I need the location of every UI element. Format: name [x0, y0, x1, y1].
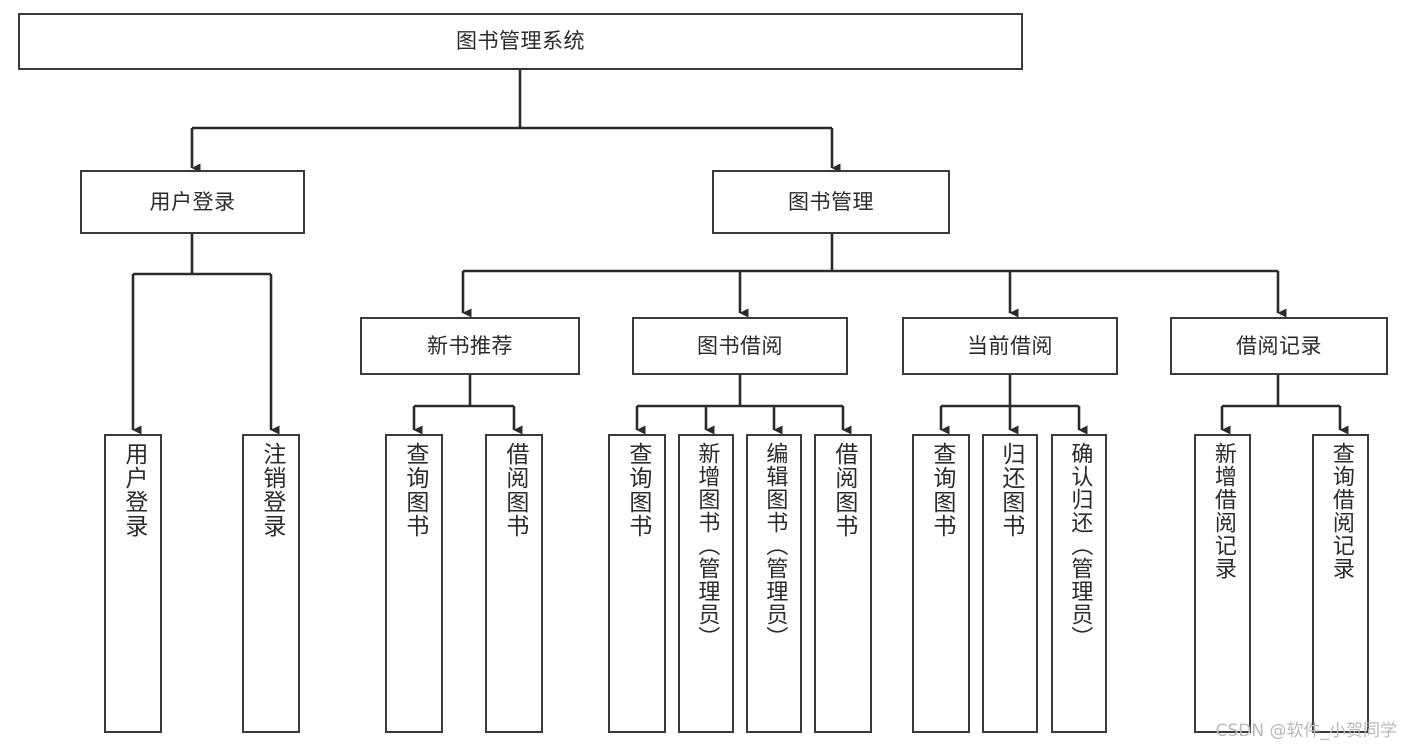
node-label: 查询图书: [624, 442, 651, 538]
node-label: 用户登录: [149, 189, 236, 214]
node-label: 当前借阅: [967, 333, 1053, 358]
leaf-cb-return-book[interactable]: 归还图书: [982, 434, 1038, 733]
leaf-bb-add-book-admin[interactable]: 新增图书（管理员）: [678, 434, 734, 733]
node-label: 新增借阅记录: [1210, 442, 1236, 580]
node-label: 新增图书（管理员）: [694, 442, 720, 649]
node-root-system[interactable]: 图书管理系统: [18, 13, 1023, 70]
leaf-logout[interactable]: 注销登录: [242, 434, 300, 733]
node-label: 借阅记录: [1236, 333, 1322, 358]
node-label: 借阅图书: [501, 442, 528, 538]
node-label: 新书推荐: [427, 333, 513, 358]
leaf-cb-query-book[interactable]: 查询图书: [912, 434, 970, 733]
leaf-br-add-record[interactable]: 新增借阅记录: [1194, 434, 1251, 733]
node-label: 注销登录: [258, 442, 285, 538]
leaf-br-query-record[interactable]: 查询借阅记录: [1312, 434, 1369, 733]
csdn-watermark: CSDN @软件_小贺同学: [1215, 721, 1397, 741]
node-label: 归还图书: [997, 442, 1024, 538]
leaf-bb-edit-book-admin[interactable]: 编辑图书（管理员）: [746, 434, 802, 733]
node-borrow-record[interactable]: 借阅记录: [1170, 317, 1388, 375]
leaf-bb-query-book[interactable]: 查询图书: [608, 434, 666, 733]
node-current-borrow[interactable]: 当前借阅: [902, 317, 1118, 375]
node-label: 编辑图书（管理员）: [762, 442, 788, 649]
node-label: 确认归还（管理员）: [1067, 442, 1093, 649]
leaf-cb-confirm-return-admin[interactable]: 确认归还（管理员）: [1051, 434, 1107, 733]
node-new-book-recommend[interactable]: 新书推荐: [360, 317, 580, 375]
node-label: 查询借阅记录: [1328, 442, 1354, 580]
node-label: 借阅图书: [830, 442, 857, 538]
node-label: 图书管理: [788, 189, 874, 214]
leaf-bb-borrow-book[interactable]: 借阅图书: [814, 434, 872, 733]
node-label: 查询图书: [928, 442, 955, 538]
node-label: 用户登录: [120, 442, 147, 538]
node-label: 图书管理系统: [456, 29, 585, 54]
node-label: 查询图书: [401, 442, 428, 538]
node-label: 图书借阅: [697, 333, 783, 358]
leaf-user-login[interactable]: 用户登录: [104, 434, 162, 733]
node-user-login[interactable]: 用户登录: [80, 170, 305, 234]
node-book-management[interactable]: 图书管理: [712, 170, 950, 234]
leaf-nbr-borrow-book[interactable]: 借阅图书: [485, 434, 543, 733]
leaf-nbr-query-book[interactable]: 查询图书: [385, 434, 443, 733]
node-book-borrow[interactable]: 图书借阅: [632, 317, 848, 375]
